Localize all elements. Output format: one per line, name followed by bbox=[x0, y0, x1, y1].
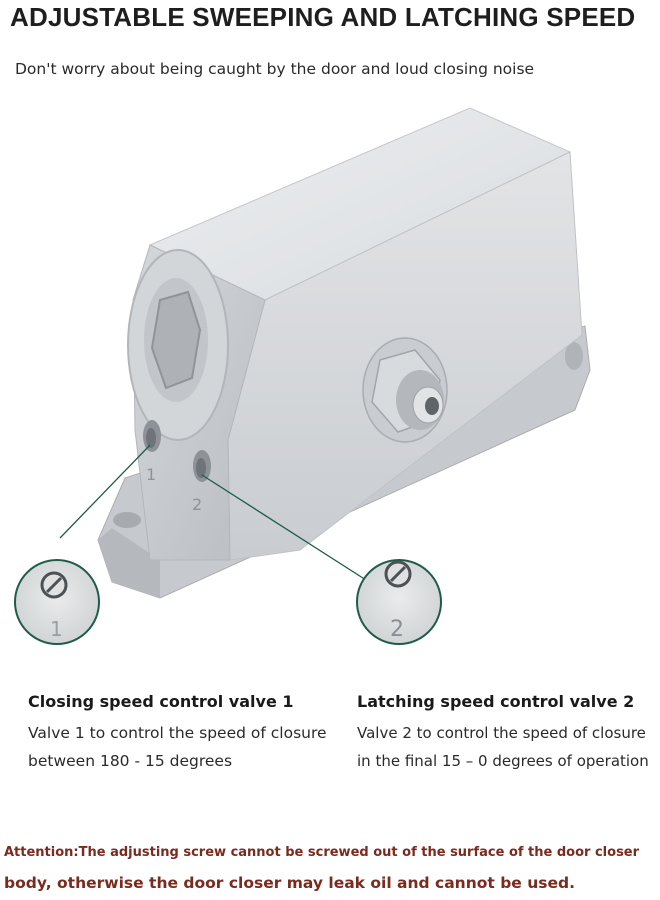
valve-2-label: Latching speed control valve 2 Valve 2 t… bbox=[357, 692, 655, 775]
valve-2-description-line-2: in the final 15 – 0 degrees of operation bbox=[357, 752, 649, 770]
page-title: ADJUSTABLE SWEEPING AND LATCHING SPEED bbox=[10, 2, 636, 32]
magnifier-valve-1 bbox=[14, 559, 100, 645]
adjusting-nut bbox=[362, 337, 448, 443]
valve-screw-1 bbox=[143, 420, 161, 452]
magnifier-number-2: 2 bbox=[390, 617, 404, 642]
nut-hole-icon bbox=[425, 397, 439, 415]
valve-1-title: Closing speed control valve 1 bbox=[28, 692, 294, 711]
end-face-number-1: 1 bbox=[146, 465, 156, 484]
valve-2-description-line-1: Valve 2 to control the speed of closure bbox=[357, 724, 646, 742]
magnifier-number-1: 1 bbox=[50, 617, 63, 641]
attention-line-2: body, otherwise the door closer may leak… bbox=[4, 874, 575, 892]
attention-line-1: Attention:The adjusting screw cannot be … bbox=[4, 845, 640, 860]
magnifier-valve-2 bbox=[356, 559, 442, 645]
door-closer-illustration: 1 2 1 2 bbox=[14, 107, 591, 645]
valve-2-title: Latching speed control valve 2 bbox=[357, 692, 635, 711]
page-subtitle: Don't worry about being caught by the do… bbox=[15, 60, 535, 78]
valve-1-description-line-2: between 180 - 15 degrees bbox=[28, 752, 233, 770]
mount-hole-icon bbox=[565, 342, 583, 370]
valve-1-description-line-1: Valve 1 to control the speed of closure bbox=[28, 724, 327, 742]
attention-note: Attention:The adjusting screw cannot be … bbox=[4, 838, 656, 898]
hex-spindle-icon bbox=[150, 290, 202, 390]
valve-screw-2 bbox=[193, 450, 211, 482]
valve-1-label: Closing speed control valve 1 Valve 1 to… bbox=[28, 692, 328, 775]
end-face-number-2: 2 bbox=[192, 495, 202, 514]
spindle-cap bbox=[127, 249, 229, 441]
mount-hole-icon bbox=[113, 512, 141, 528]
callout-line-2 bbox=[201, 474, 367, 581]
callout-line-1 bbox=[59, 444, 151, 539]
